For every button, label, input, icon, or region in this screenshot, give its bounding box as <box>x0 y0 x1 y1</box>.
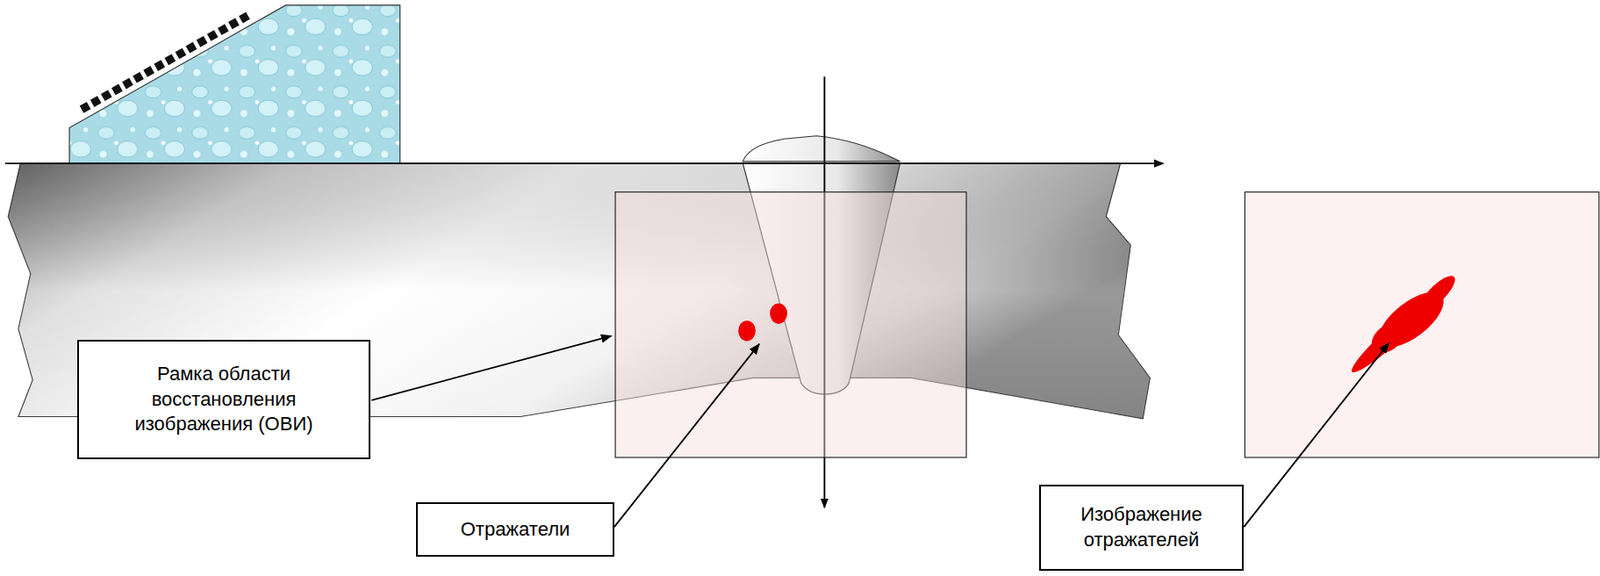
array-element <box>79 101 92 114</box>
array-element <box>175 48 187 60</box>
array-element <box>100 89 113 101</box>
image-frame <box>1244 192 1599 458</box>
array-element <box>228 18 240 30</box>
array-element <box>196 35 209 48</box>
x-axis <box>5 162 1164 165</box>
weld-crown <box>742 136 900 162</box>
array-element <box>238 12 251 24</box>
roi-frame <box>615 192 967 458</box>
array-element <box>121 78 134 90</box>
array-element <box>186 42 198 54</box>
leader-line <box>614 344 760 527</box>
array-element <box>132 71 144 84</box>
callout-text: Изображение отражателей <box>1053 502 1230 553</box>
reflector-image <box>1345 271 1460 380</box>
array-elements <box>79 12 251 114</box>
array-element <box>143 65 155 78</box>
array-element <box>111 84 123 96</box>
callout-text: Рамка области восстановления изображения… <box>96 361 352 438</box>
callout-box: Изображение отражателей <box>1039 484 1244 571</box>
array-element <box>217 23 230 36</box>
array-element <box>207 29 219 42</box>
callout-box: Рамка области восстановления изображения… <box>77 339 371 460</box>
reflector <box>769 302 788 323</box>
reflector <box>738 320 756 341</box>
leader-line <box>1243 343 1389 527</box>
callout-box: Отражатели <box>416 502 615 557</box>
array-element <box>153 59 166 72</box>
probe-wedge <box>69 5 401 164</box>
callout-text: Отражатели <box>460 516 571 543</box>
array-element <box>90 95 102 108</box>
leader-line <box>371 336 611 401</box>
array-element <box>164 53 176 65</box>
